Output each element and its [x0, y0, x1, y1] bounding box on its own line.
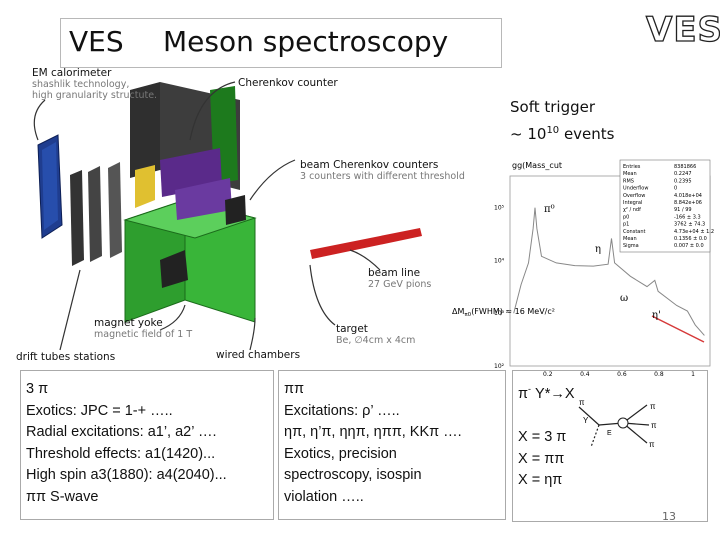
svg-text:π: π: [579, 399, 585, 407]
page-number: 13: [662, 510, 676, 523]
label-wired-chambers: wired chambers: [216, 350, 300, 361]
histogram-title: gg(Mass_cut: [512, 161, 562, 170]
label-magnet-yoke: magnet yoke magnetic field of 1 T: [94, 318, 192, 340]
stats-key: Entries: [623, 164, 641, 170]
page-title: Meson spectroscopy: [163, 25, 448, 58]
svg-text:π: π: [649, 440, 655, 449]
stats-key: Mean: [623, 171, 637, 177]
stats-value: -166 ± 3.3: [674, 214, 701, 220]
y-tick-label: 10⁵: [494, 205, 505, 212]
physics-box-3pi: 3 π Exotics: JPC = 1-+ ….. Radial excita…: [20, 370, 274, 520]
stats-value: 8381866: [674, 164, 696, 170]
box1-line: 3 π: [26, 379, 273, 401]
svg-text:π: π: [651, 421, 657, 430]
stats-value: 0.1356 ± 0.0: [674, 236, 707, 242]
box1-line: High spin a3(1880): a4(2040)...: [26, 465, 273, 487]
svg-text:E: E: [607, 430, 612, 437]
box1-line: ππ S-wave: [26, 487, 273, 509]
peak-omega-label: ω: [620, 293, 628, 304]
beam-line-shape: [310, 228, 422, 259]
label-target: target Be, ∅4cm x 4cm: [336, 324, 415, 346]
box2-line: ηπ, η’π, ηηπ, ηππ, KKπ ….: [284, 422, 505, 444]
peak-pi0-label: π⁰: [544, 204, 555, 215]
stats-key: Mean: [623, 236, 637, 242]
label-beam-line: beam line 27 GeV pions: [368, 268, 431, 290]
box1-line: Exotics: JPC = 1-+ …..: [26, 401, 273, 423]
stats-value: 91 / 99: [674, 207, 692, 213]
stats-value: 0.007 ± 0.0: [674, 243, 704, 249]
trigger-line1: Soft trigger: [510, 95, 614, 119]
stats-value: 4.73e+04 ± 1.2: [674, 229, 714, 235]
stats-value: 0.2247: [674, 171, 692, 177]
stats-key: Integral: [623, 200, 642, 206]
svg-text:Y: Y: [583, 416, 589, 425]
physics-box-pipi: ππ Excitations: ρ’ ….. ηπ, η’π, ηηπ, ηππ…: [278, 370, 506, 520]
y-tick-label: 10²: [494, 363, 505, 370]
box2-line: Exotics, precision: [284, 444, 505, 466]
title-left: VES: [69, 25, 124, 58]
label-cherenkov-counter: Cherenkov counter: [238, 78, 338, 89]
trigger-line2: ~ 1010 events: [510, 119, 614, 146]
label-em-calorimeter: EM calorimeter shashlik technology, high…: [32, 68, 157, 101]
stats-value: 0.2395: [674, 178, 692, 184]
box1-line: Radial excitations: a1’, a2’ ….: [26, 422, 273, 444]
box2-line: spectroscopy, isospin: [284, 465, 505, 487]
peak-etaprime-label: η': [652, 310, 661, 321]
label-drift-tubes: drift tubes stations: [16, 352, 115, 363]
peak-eta-label: η: [595, 244, 601, 255]
stats-key: RMS: [623, 178, 634, 184]
y-tick-label: 10⁴: [494, 257, 505, 264]
stats-key: Underflow: [623, 186, 648, 192]
stats-value: 4.018e+04: [674, 193, 702, 199]
stats-value: 8.842e+06: [674, 200, 702, 206]
trigger-info: Soft trigger ~ 1010 events: [510, 95, 614, 146]
stats-key: Constant: [623, 229, 646, 235]
channel-etapi: X = ηπ: [518, 470, 707, 492]
stats-key: χ² / ndf: [623, 207, 641, 213]
reaction-box: π- Y*→X X = 3 π X = ππ X = ηπ π π π Y E …: [512, 370, 708, 522]
stats-key: Sigma: [623, 243, 639, 249]
channel-pipi: X = ππ: [518, 449, 707, 471]
ves-apparatus-diagram: EM calorimeter shashlik technology, high…: [10, 60, 440, 370]
feynman-diagram: π π π Y E π: [577, 399, 659, 451]
drift-tube-shape: [70, 170, 84, 266]
box1-line: Threshold effects: a1(1420)...: [26, 444, 273, 466]
stats-key: p0: [623, 214, 629, 220]
box2-line: Excitations: ρ’ …..: [284, 401, 505, 423]
stats-value: 3762 ± 74.3: [674, 222, 705, 228]
box2-line: violation …..: [284, 487, 505, 509]
stats-value: 0: [674, 186, 677, 192]
stats-key: Overflow: [623, 193, 645, 199]
label-beam-cherenkov: beam Cherenkov counters 3 counters with …: [300, 160, 465, 182]
stats-key: p1: [623, 222, 629, 228]
svg-text:π: π: [650, 402, 656, 411]
ves-logo: VES: [646, 10, 720, 50]
box2-line: ππ: [284, 379, 505, 401]
